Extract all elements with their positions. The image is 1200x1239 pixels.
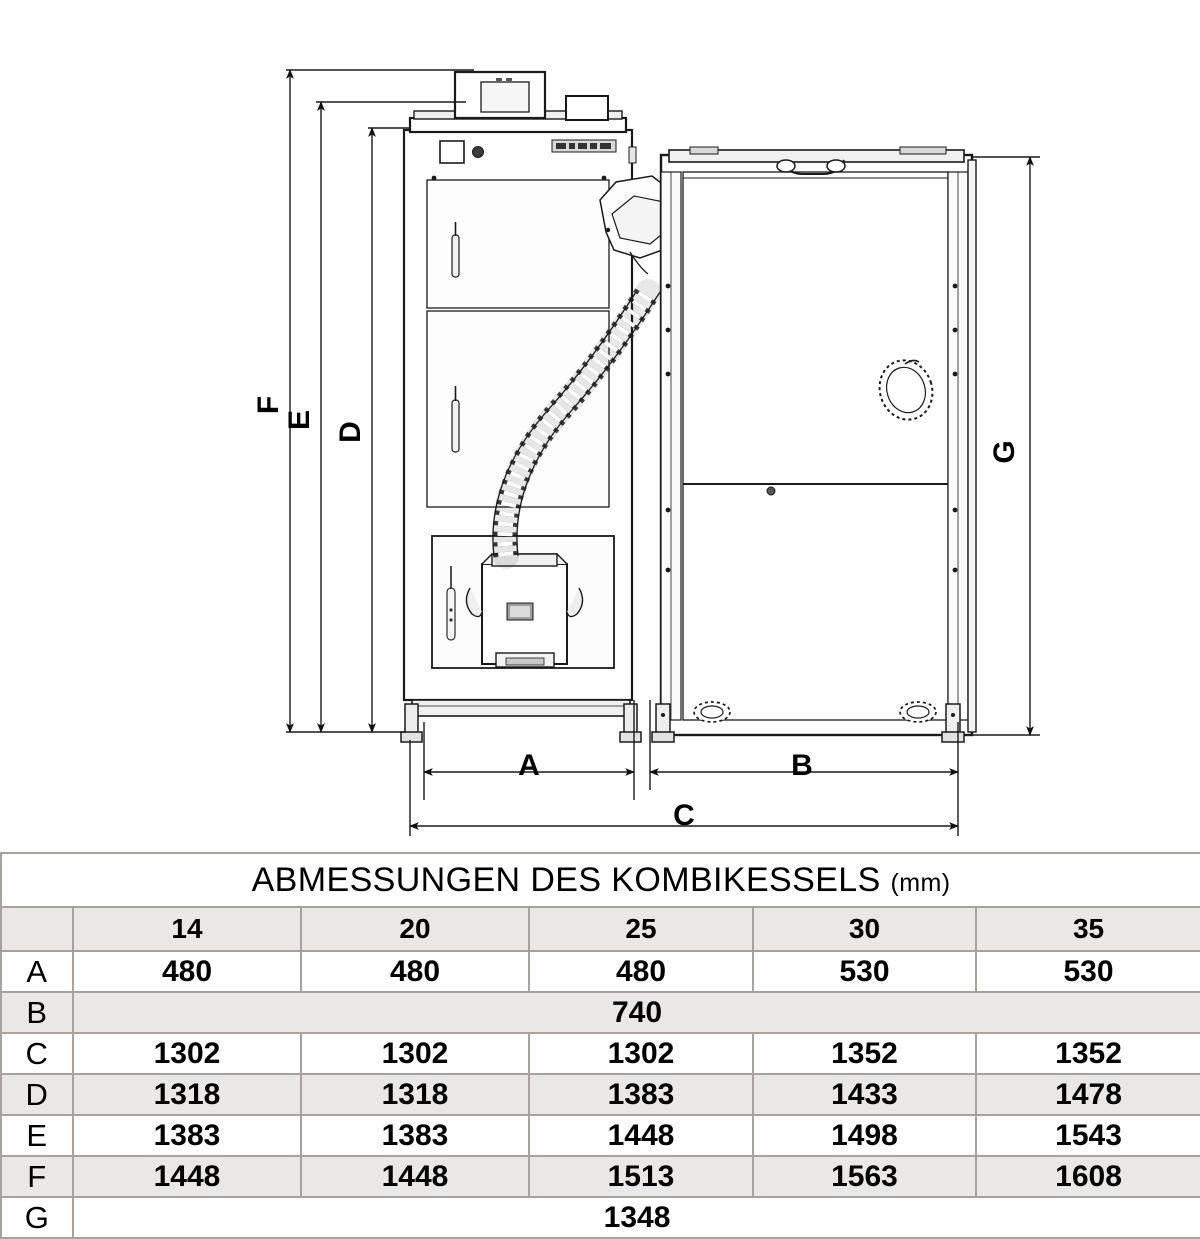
dimensions-table: ABMESSUNGEN DES KOMBIKESSELS (mm) 14 20 … xyxy=(0,852,1200,1239)
dimension-label-G: G xyxy=(988,440,1021,463)
adjustable-feet xyxy=(400,699,965,743)
horizontal-dimension-labels: A B C xyxy=(518,749,813,832)
left-rail xyxy=(660,171,682,721)
table-header-row: 14 20 25 30 35 xyxy=(0,906,1200,952)
cell-D-14: 1318 xyxy=(72,1073,302,1116)
table-row: D 1318 1318 1383 1433 1478 xyxy=(0,1073,1200,1116)
cell-A-35: 530 xyxy=(974,950,1200,993)
row-label-B: B xyxy=(0,991,74,1034)
horizontal-dimensions xyxy=(409,700,959,836)
brand-logo xyxy=(551,139,617,153)
door-handle xyxy=(451,222,460,453)
cell-E-25: 1448 xyxy=(528,1114,754,1157)
bottom-bosses xyxy=(693,701,937,723)
cell-A-20: 480 xyxy=(300,950,530,993)
cell-D-35: 1478 xyxy=(974,1073,1200,1116)
cell-C-35: 1352 xyxy=(974,1032,1200,1075)
table-row: C 1302 1302 1302 1352 1352 xyxy=(0,1032,1200,1075)
cell-B-all: 740 xyxy=(71,991,1200,1034)
table-title: ABMESSUNGEN DES KOMBIKESSELS xyxy=(251,860,881,899)
cell-D-30: 1433 xyxy=(752,1073,977,1116)
dimension-G xyxy=(972,156,1040,736)
table-corner-cell xyxy=(0,906,74,952)
right-rail xyxy=(947,171,969,721)
cell-E-20: 1383 xyxy=(300,1114,530,1157)
cell-D-25: 1383 xyxy=(528,1073,754,1116)
table-row: B 740 xyxy=(0,991,1200,1034)
boiler-drawing-svg: F E D G A B xyxy=(252,69,1040,836)
cell-C-20: 1302 xyxy=(300,1032,530,1075)
dimension-label-E: E xyxy=(283,410,316,430)
dimension-label-D: D xyxy=(334,421,367,443)
cell-E-14: 1383 xyxy=(72,1114,302,1157)
model-header-20: 20 xyxy=(300,906,530,952)
table-row: E 1383 1383 1448 1498 1543 xyxy=(0,1114,1200,1157)
cell-C-25: 1302 xyxy=(528,1032,754,1075)
flexible-feed-hose xyxy=(492,279,661,569)
table-row: A 480 480 480 530 530 xyxy=(0,950,1200,993)
row-label-A: A xyxy=(0,950,74,993)
vertical-dimension-labels: F E D xyxy=(252,396,367,443)
cell-F-35: 1608 xyxy=(974,1155,1200,1198)
dimension-label-F: F xyxy=(252,396,285,414)
row-label-C: C xyxy=(0,1032,74,1075)
model-header-25: 25 xyxy=(528,906,754,952)
table-row: F 1448 1448 1513 1563 1608 xyxy=(0,1155,1200,1198)
table-row: G 1348 xyxy=(0,1196,1200,1239)
dimension-label-A: A xyxy=(518,749,540,782)
fuel-hopper-tank xyxy=(659,146,977,737)
row-label-G: G xyxy=(0,1196,74,1239)
cell-E-30: 1498 xyxy=(752,1114,977,1157)
model-header-35: 35 xyxy=(974,906,1200,952)
control-panel xyxy=(453,70,547,120)
model-header-30: 30 xyxy=(752,906,977,952)
inspection-port xyxy=(878,359,934,421)
cell-F-25: 1513 xyxy=(528,1155,754,1198)
cell-C-30: 1352 xyxy=(752,1032,977,1075)
technical-drawing: F E D G A B xyxy=(252,69,1040,836)
cell-C-14: 1302 xyxy=(72,1032,302,1075)
lid-handle xyxy=(776,159,846,175)
row-label-D: D xyxy=(0,1073,74,1116)
cell-F-20: 1448 xyxy=(300,1155,530,1198)
table-title-unit: (mm) xyxy=(890,868,951,897)
vertical-dimensions xyxy=(286,69,474,733)
dimension-label-C: C xyxy=(673,799,695,832)
cell-F-14: 1448 xyxy=(72,1155,302,1198)
row-label-E: E xyxy=(0,1114,74,1157)
cell-E-35: 1543 xyxy=(974,1114,1200,1157)
cell-F-30: 1563 xyxy=(752,1155,977,1198)
cell-A-30: 530 xyxy=(752,950,977,993)
cell-G-all: 1348 xyxy=(71,1196,1200,1239)
table-title-row: ABMESSUNGEN DES KOMBIKESSELS (mm) xyxy=(0,852,1200,908)
cell-D-20: 1318 xyxy=(300,1073,530,1116)
cell-A-25: 480 xyxy=(528,950,754,993)
pellet-burner xyxy=(446,553,584,668)
table-title-cell: ABMESSUNGEN DES KOMBIKESSELS (mm) xyxy=(0,852,1200,908)
row-label-F: F xyxy=(0,1155,74,1198)
dimension-label-B: B xyxy=(791,749,813,782)
cell-A-14: 480 xyxy=(72,950,302,993)
model-header-14: 14 xyxy=(72,906,302,952)
